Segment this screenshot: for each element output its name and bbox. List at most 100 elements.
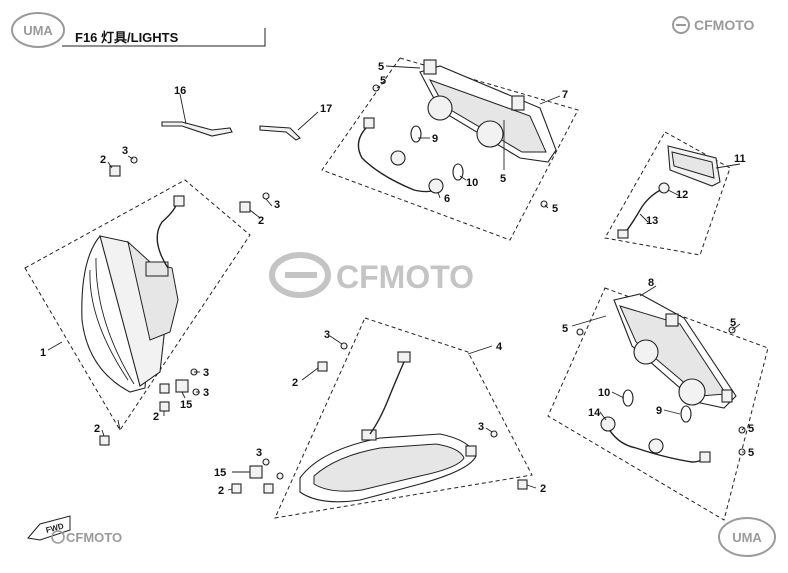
bulb	[452, 163, 464, 181]
headlight-left-group	[24, 155, 273, 446]
cfmoto-logo-top: CFMOTO	[672, 16, 755, 34]
callout-6: 6	[444, 193, 450, 205]
callout-10: 10	[466, 177, 478, 189]
footer: FWD CFMOTO UMA	[27, 515, 776, 557]
headlight-bottom-connector	[397, 351, 411, 363]
taillight-top-wire	[357, 123, 437, 193]
callout-2: 2	[292, 377, 298, 389]
taillight-top	[419, 59, 557, 163]
taillight-right	[613, 293, 737, 409]
bracket-17	[259, 111, 319, 141]
taillight-right-group	[547, 285, 769, 521]
callout-3: 3	[203, 367, 209, 379]
callout-16: 16	[174, 85, 186, 97]
callout-1: 1	[40, 347, 46, 359]
headlight-left-wire	[156, 199, 179, 269]
callout-5: 5	[380, 75, 386, 87]
callout-2: 2	[540, 483, 546, 495]
headlight-bottom-wire	[369, 361, 405, 435]
lamp-bulb	[658, 182, 670, 194]
clip-nut	[159, 383, 170, 394]
clip-nut	[317, 361, 328, 372]
callout-2: 2	[94, 423, 100, 435]
screw	[576, 328, 584, 336]
clip-nut	[159, 401, 170, 412]
headlight-bottom	[299, 429, 477, 503]
license-lamp-connector	[617, 229, 629, 239]
taillight-top-connector	[363, 117, 375, 129]
callout-5: 5	[748, 423, 754, 435]
clip-nut	[239, 201, 251, 213]
callout-3: 3	[203, 387, 209, 399]
callout-labels: 1 2 3 2 3 3 3 15 2 2 16 17 5 5 9 10 6 5 …	[40, 61, 754, 497]
clip-nut	[517, 479, 528, 490]
callout-12: 12	[676, 189, 688, 201]
uma-logo-text: UMA	[23, 23, 53, 38]
group-7-boundary	[321, 57, 579, 241]
callout-3: 3	[478, 421, 484, 433]
screw	[490, 430, 498, 438]
bulb-socket	[600, 416, 616, 432]
watermark: CFMOTO	[269, 252, 474, 298]
license-lamp-group	[604, 131, 741, 256]
callout-7: 7	[562, 89, 568, 101]
bulb-socket	[428, 178, 444, 194]
header: UMA F16 灯具/LIGHTS CFMOTO	[11, 12, 755, 48]
callout-3: 3	[256, 447, 262, 459]
callout-8: 8	[648, 277, 654, 289]
group-1-boundary	[24, 179, 251, 431]
callout-2: 2	[258, 215, 264, 227]
uma-logo-bottom-text: UMA	[732, 530, 762, 545]
bulb-socket	[648, 438, 664, 454]
callout-2: 2	[100, 154, 106, 166]
callout-13: 13	[646, 215, 658, 227]
clip-nut	[99, 435, 110, 446]
cfmoto-logo-top-text: CFMOTO	[694, 17, 755, 33]
cfmoto-logo-bottom: CFMOTO	[51, 530, 122, 545]
group-4-boundary	[274, 317, 533, 519]
bracket-16	[161, 93, 233, 137]
taillight-top-group	[321, 57, 579, 241]
callout-15: 15	[214, 467, 226, 479]
screw	[340, 342, 348, 350]
bulb	[410, 125, 422, 143]
callout-2: 2	[153, 411, 159, 423]
callout-11: 11	[734, 153, 746, 165]
title-frame	[62, 28, 266, 47]
headlight-bottom-group	[227, 317, 537, 519]
callout-17: 17	[320, 103, 332, 115]
cfmoto-logo-bottom-text: CFMOTO	[66, 530, 122, 545]
headlight-left-connector	[173, 195, 185, 207]
callout-3: 3	[274, 199, 280, 211]
clip-nut	[109, 165, 121, 177]
callout-2: 2	[218, 485, 224, 497]
uma-logo-bottom: UMA	[718, 517, 776, 557]
callout-3: 3	[324, 329, 330, 341]
callout-5: 5	[552, 203, 558, 215]
grommet	[175, 379, 189, 393]
license-lamp-wire	[623, 187, 665, 235]
callout-5: 5	[562, 323, 568, 335]
page-title: F16 灯具/LIGHTS	[75, 30, 179, 45]
grommet	[249, 465, 263, 479]
clip-nut	[263, 483, 274, 494]
callout-15: 15	[180, 399, 192, 411]
callout-9: 9	[432, 133, 438, 145]
license-lamp	[667, 145, 721, 187]
callout-10: 10	[598, 387, 610, 399]
callout-4: 4	[496, 341, 503, 353]
taillight-right-connector	[699, 451, 711, 463]
screw	[262, 458, 270, 466]
callout-5: 5	[378, 61, 384, 73]
callout-5: 5	[500, 173, 506, 185]
clip-nut	[231, 483, 242, 494]
watermark-text: CFMOTO	[336, 259, 474, 295]
screw	[372, 84, 380, 92]
screw	[262, 192, 270, 200]
bulb	[622, 389, 634, 407]
callout-14: 14	[588, 407, 601, 419]
group-8-boundary	[547, 287, 769, 521]
callout-5: 5	[748, 447, 754, 459]
callout-9: 9	[656, 405, 662, 417]
